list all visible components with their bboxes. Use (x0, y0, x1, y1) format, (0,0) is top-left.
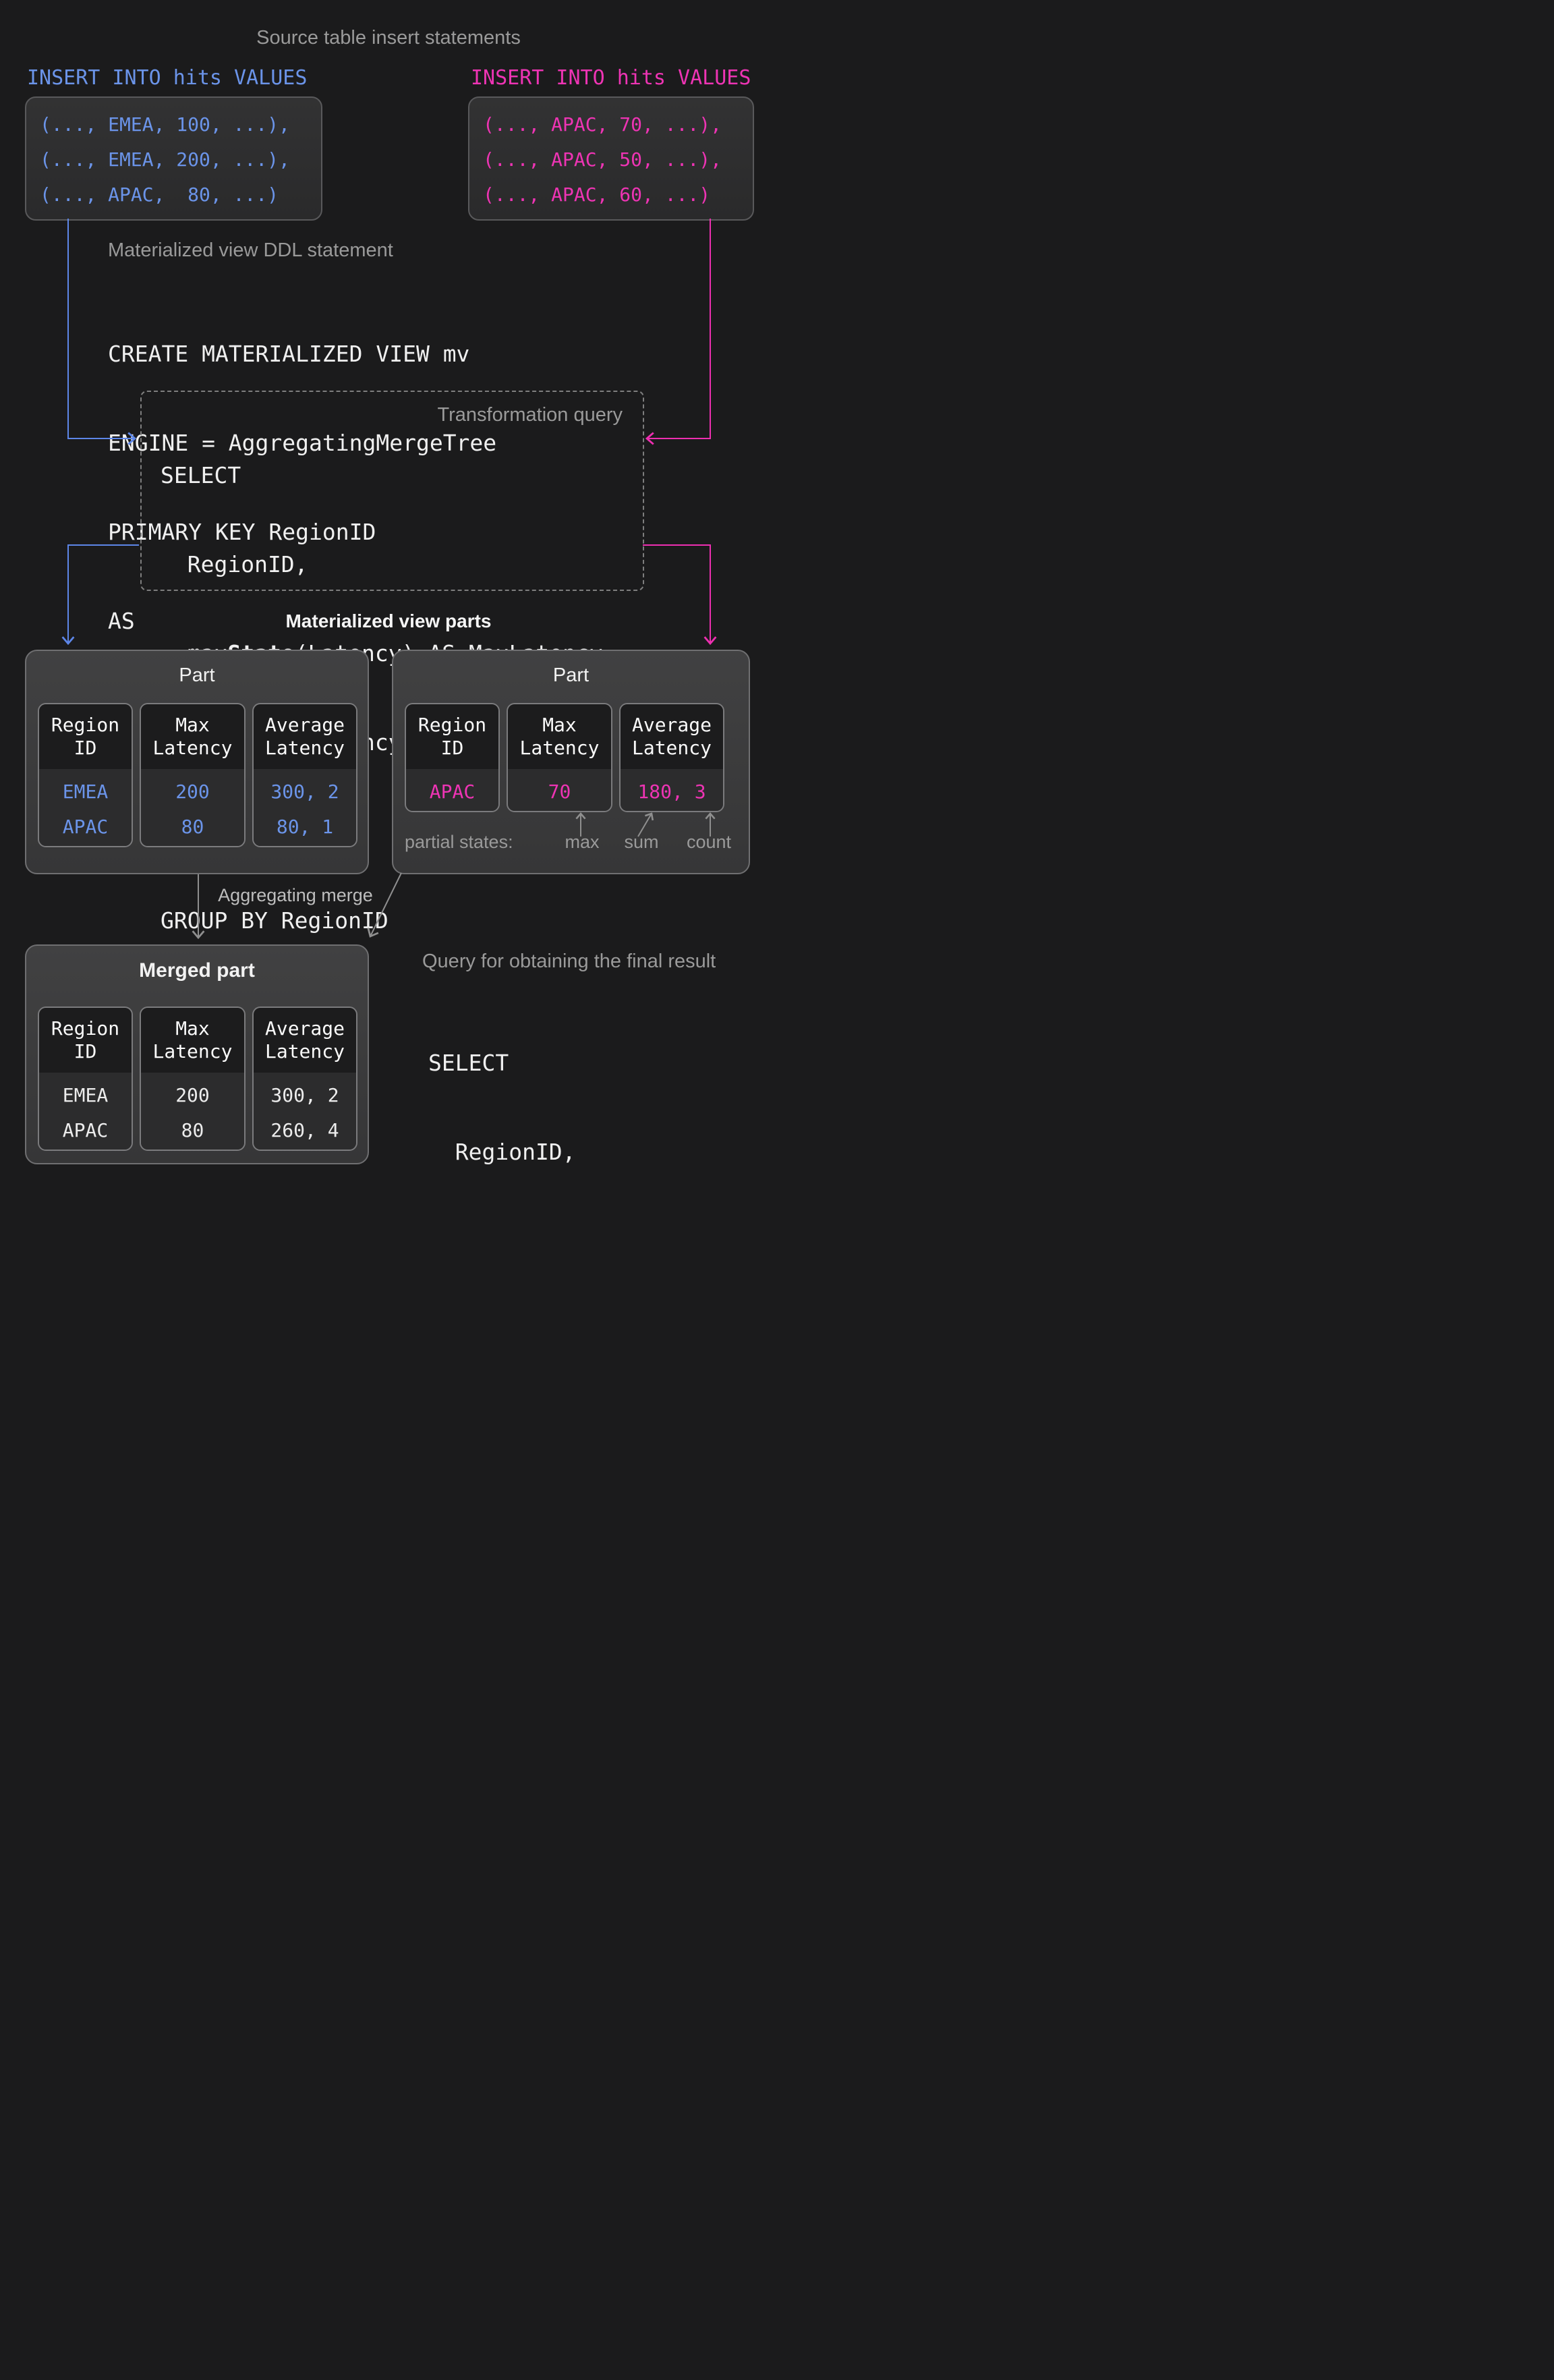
column-average-latency: Average Latency 180, 3 (619, 703, 724, 812)
cell-value: APAC (429, 781, 476, 803)
annotation-sum: sum (624, 832, 659, 852)
aggregating-merge-label: Aggregating merge (218, 885, 373, 905)
code-line: SELECT (161, 461, 603, 490)
insert-right-row: (..., APAC, 70, ...), (483, 113, 722, 136)
column-average-latency: Average Latency 300, 2 80, 1 (252, 703, 357, 847)
source-section-title: Source table insert statements (256, 27, 521, 49)
cell-value: EMEA (62, 1084, 109, 1106)
column-header: Region ID (39, 1008, 132, 1073)
insert-left-row: (..., APAC, 80, ...) (40, 183, 279, 206)
cell-value: 80, 1 (276, 816, 334, 838)
code-segment: RegionID, (161, 551, 308, 577)
cell-value: APAC (62, 816, 109, 838)
cell-value: APAC (62, 1119, 109, 1141)
code-line: RegionID, (428, 1137, 737, 1167)
code-line: SELECT (428, 1048, 737, 1078)
code-segment: SELECT (428, 1050, 509, 1076)
cell-value: 300, 2 (270, 781, 339, 803)
insert-left-box: (..., EMEA, 100, ...), (..., EMEA, 200, … (25, 96, 322, 221)
part-box-right: Part Region ID APAC Max Latency 70 Avera… (392, 650, 750, 874)
diagram-canvas: Source table insert statements INSERT IN… (0, 0, 777, 1190)
column-header: Average Latency (621, 704, 723, 769)
column-max-latency: Max Latency 200 80 (140, 1007, 246, 1151)
code-line: GROUP BY RegionID (161, 906, 603, 936)
column-max-latency: Max Latency 200 80 (140, 703, 246, 847)
column-header: Average Latency (254, 704, 356, 769)
insert-left-header: INSERT INTO hits VALUES (27, 66, 308, 90)
column-region-id: Region ID EMEA APAC (38, 703, 133, 847)
part-title: Part (552, 664, 589, 686)
final-query-title: Query for obtaining the final result (422, 951, 716, 972)
cell-value: 300, 2 (270, 1084, 339, 1106)
ddl-code: CREATE MATERIALIZED VIEW mv ENGINE = Agg… (108, 280, 496, 696)
part-title: Part (179, 664, 215, 686)
partial-states-label: partial states: (405, 832, 513, 852)
arrow-insert-right-to-query (645, 219, 711, 445)
insert-right-row: (..., APAC, 50, ...), (483, 148, 722, 171)
column-header: Max Latency (141, 1008, 244, 1073)
cell-value: 70 (548, 781, 571, 803)
cell-value: 200 (175, 781, 210, 803)
cell-value: EMEA (62, 781, 109, 803)
annotation-max: max (565, 832, 600, 852)
merged-part-box: Merged part Region ID EMEA APAC Max Late… (25, 944, 369, 1164)
cell-value: 180, 3 (637, 781, 706, 803)
insert-right-header: INSERT INTO hits VALUES (471, 66, 751, 90)
code-segment: GROUP BY RegionID (161, 907, 388, 934)
insert-right-row: (..., APAC, 60, ...) (483, 183, 711, 206)
column-average-latency: Average Latency 300, 2 260, 4 (252, 1007, 357, 1151)
cell-value: 80 (181, 816, 204, 838)
ddl-line: CREATE MATERIALIZED VIEW mv (108, 341, 470, 367)
column-header: Average Latency (254, 1008, 356, 1073)
annotation-count: count (686, 832, 732, 852)
merged-part-title: Merged part (139, 959, 255, 982)
column-header: Max Latency (508, 704, 611, 769)
column-region-id: Region ID EMEA APAC (38, 1007, 133, 1151)
ddl-line: ENGINE = AggregatingMergeTree (108, 430, 497, 456)
cell-value: 80 (181, 1119, 204, 1141)
code-segment: RegionID, (428, 1139, 576, 1165)
code-segment: SELECT (161, 462, 241, 488)
cell-value: 200 (175, 1084, 210, 1106)
code-line: RegionID, (161, 550, 603, 579)
column-max-latency: Max Latency 70 (507, 703, 612, 812)
parts-section-title: Materialized view parts (285, 611, 492, 631)
column-header: Region ID (39, 704, 132, 769)
column-header: Max Latency (141, 704, 244, 769)
column-header: Region ID (406, 704, 498, 769)
part-box-left: Part Region ID EMEA APAC Max Latency 200… (25, 650, 369, 874)
transformation-query-box: Transformation query SELECT RegionID, ma… (140, 391, 644, 934)
column-region-id: Region ID APAC (405, 703, 500, 812)
insert-right-box: (..., APAC, 70, ...), (..., APAC, 50, ..… (468, 96, 754, 221)
insert-left-row: (..., EMEA, 200, ...), (40, 148, 290, 171)
transformation-query-label: Transformation query (437, 404, 623, 426)
ddl-line: PRIMARY KEY RegionID (108, 519, 376, 545)
insert-left-row: (..., EMEA, 100, ...), (40, 113, 290, 136)
cell-value: 260, 4 (270, 1119, 339, 1141)
ddl-title: Materialized view DDL statement (108, 239, 393, 261)
